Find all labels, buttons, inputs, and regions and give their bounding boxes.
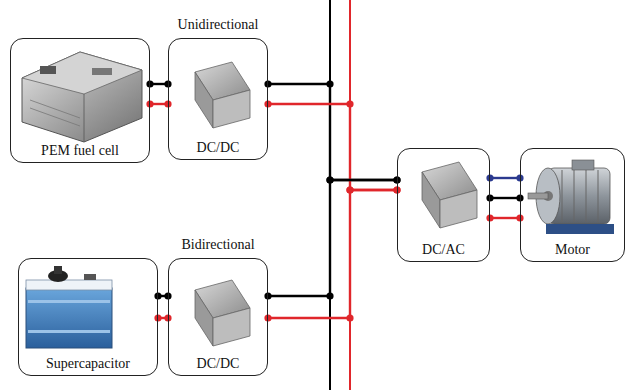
motor-fin bbox=[586, 170, 587, 222]
converter-picture bbox=[195, 62, 250, 128]
fuel-cell-port bbox=[40, 66, 56, 74]
inverter-box: DC/AC bbox=[397, 148, 490, 262]
converter-side bbox=[422, 172, 440, 228]
supercapacitor-picture bbox=[26, 266, 112, 348]
heading-text: Bidirectional bbox=[181, 237, 254, 252]
label-text: Supercapacitor bbox=[44, 356, 132, 371]
power-wire bbox=[486, 174, 523, 221]
capacitor-body bbox=[26, 288, 112, 348]
wire-terminal-dot bbox=[264, 314, 271, 321]
converter-front bbox=[440, 190, 477, 228]
capacitor-terminal bbox=[84, 274, 96, 280]
fuel-cell-body bbox=[22, 52, 142, 142]
box-label: DC/DC bbox=[169, 356, 267, 372]
box-label: DC/DC bbox=[169, 140, 267, 156]
wire-line bbox=[268, 84, 397, 180]
fuel-cell-box: PEM fuel cell bbox=[10, 38, 150, 163]
converter-front bbox=[213, 90, 250, 128]
converter-side bbox=[195, 72, 213, 128]
motor-picture bbox=[528, 160, 614, 234]
fuel-cell-stripe bbox=[30, 108, 80, 126]
fuel-cell-stripe bbox=[30, 100, 80, 118]
supercapacitor-box: Supercapacitor bbox=[18, 258, 158, 376]
wire-terminal-dot bbox=[326, 292, 333, 299]
motor-fin bbox=[598, 170, 599, 222]
wire-terminal-dot bbox=[154, 314, 161, 321]
wire-line bbox=[490, 177, 520, 179]
wire-terminal-dot bbox=[264, 292, 271, 299]
converter-heading: Bidirectional bbox=[169, 237, 267, 253]
converter-side bbox=[195, 290, 213, 346]
wire-terminal-dot bbox=[326, 176, 333, 183]
label-text: Motor bbox=[553, 242, 592, 257]
label-text: DC/DC bbox=[195, 140, 242, 155]
capacitor-stripe bbox=[28, 330, 110, 333]
motor-terminal-box bbox=[572, 160, 594, 170]
capacitor-stripe bbox=[28, 300, 110, 303]
wire-line bbox=[490, 217, 520, 219]
label-text: DC/AC bbox=[420, 242, 467, 257]
wire-terminal-dot bbox=[326, 176, 333, 183]
power-wire bbox=[264, 80, 400, 193]
wire-line bbox=[268, 190, 397, 318]
fuel-cell-picture bbox=[22, 52, 142, 142]
label-text: PEM fuel cell bbox=[39, 143, 121, 158]
wire-terminal-dot bbox=[346, 186, 353, 193]
converter-box: BidirectionalDC/DC bbox=[168, 258, 268, 376]
wire-terminal-dot bbox=[146, 80, 153, 87]
heading-text: Unidirectional bbox=[178, 17, 259, 32]
box-label: DC/AC bbox=[398, 242, 489, 258]
motor-base bbox=[546, 224, 614, 234]
fuel-cell-edge bbox=[84, 94, 85, 142]
wire-terminal-dot bbox=[264, 100, 271, 107]
power-wire bbox=[264, 176, 400, 321]
capacitor-lid bbox=[26, 280, 112, 290]
converter-front bbox=[213, 308, 250, 346]
wire-line bbox=[268, 104, 397, 190]
box-label: PEM fuel cell bbox=[11, 143, 149, 159]
wire-terminal-dot bbox=[486, 194, 493, 201]
wire-line bbox=[490, 197, 520, 199]
converter-box: UnidirectionalDC/DC bbox=[168, 38, 268, 160]
wire-terminal-dot bbox=[326, 80, 333, 87]
converter-picture bbox=[195, 280, 250, 346]
wire-terminal-dot bbox=[154, 292, 161, 299]
wire-terminal-dot bbox=[486, 214, 493, 221]
wire-line bbox=[268, 180, 397, 296]
motor-fin bbox=[574, 170, 575, 222]
wire-terminal-dot bbox=[264, 80, 271, 87]
wire-terminal-dot bbox=[146, 100, 153, 107]
motor-fin bbox=[562, 170, 563, 222]
converter-heading: Unidirectional bbox=[169, 17, 267, 33]
fuel-cell-top bbox=[22, 52, 142, 94]
motor-box: Motor bbox=[520, 148, 625, 262]
power-wire bbox=[154, 292, 171, 321]
fuel-cell-port bbox=[92, 68, 112, 75]
wire-terminal-dot bbox=[346, 100, 353, 107]
motor-shaft bbox=[528, 193, 548, 199]
box-label: Motor bbox=[521, 242, 624, 258]
label-text: DC/DC bbox=[195, 356, 242, 371]
capacitor-terminal bbox=[54, 266, 62, 274]
wire-terminal-dot bbox=[346, 314, 353, 321]
wire-terminal-dot bbox=[346, 186, 353, 193]
wire-terminal-dot bbox=[486, 174, 493, 181]
converter-picture bbox=[422, 162, 477, 228]
box-label: Supercapacitor bbox=[19, 356, 157, 372]
